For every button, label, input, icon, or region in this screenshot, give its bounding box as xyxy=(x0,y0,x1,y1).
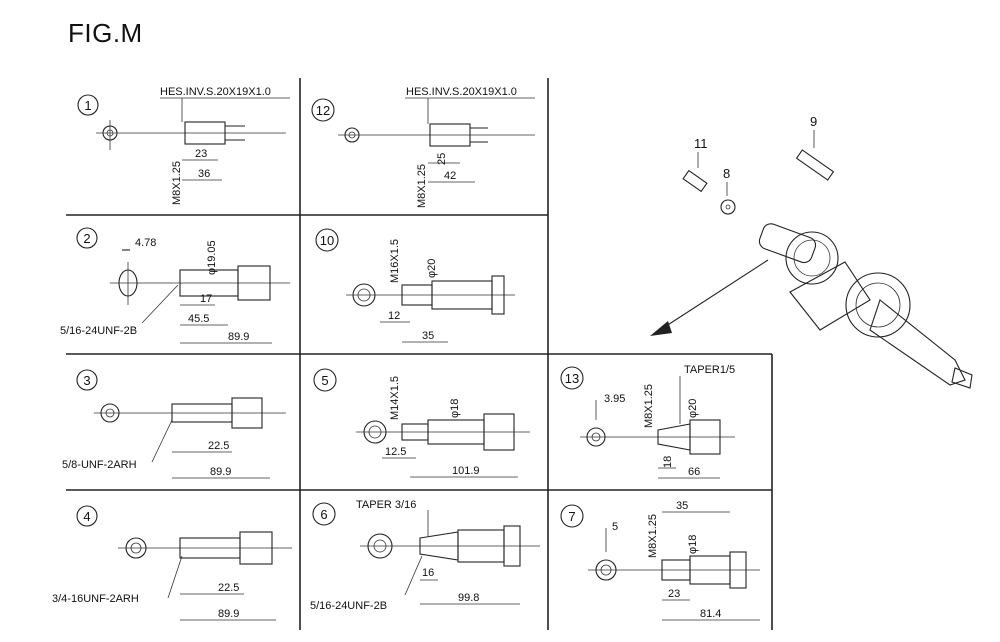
gear-icon xyxy=(785,231,839,285)
dimension-label: 22.5 xyxy=(208,440,229,452)
dimension-label: 3.95 xyxy=(604,393,625,405)
dimension-label: 89.9 xyxy=(210,466,231,478)
thread-label: M16X1.5 xyxy=(389,239,401,283)
gear-icon xyxy=(845,272,911,338)
panel-1: 1 HES.INV.S.20X19X1.0 M8X1.25 23 36 xyxy=(77,86,290,205)
dimension-label: 18 xyxy=(662,456,674,468)
dimension-label: 4.78 xyxy=(135,237,156,249)
thread-label: 3/4-16UNF-2ARH xyxy=(52,593,139,605)
thread-label: M8X1.25 xyxy=(647,514,659,558)
panel-number-circle xyxy=(560,366,584,390)
dimension-label: 12.5 xyxy=(385,446,406,458)
pin-part xyxy=(795,149,835,181)
dimension-label: 35 xyxy=(422,330,434,342)
shaft-profile xyxy=(184,121,226,145)
diameter-label: φ20 xyxy=(426,259,438,278)
diameter-label: φ19.05 xyxy=(206,240,218,275)
pointer-arrow xyxy=(659,259,769,331)
panel-number: 5 xyxy=(321,373,328,388)
panel-number-circle xyxy=(560,504,584,528)
panel-2: 2 4.78 φ19.05 17 45.5 89.9 5/16-24UNF-2B xyxy=(60,227,290,344)
panel-number: 13 xyxy=(565,371,579,386)
panel-number: 4 xyxy=(83,509,90,524)
callout-11: 11 xyxy=(694,136,708,151)
dimension-label: 17 xyxy=(200,293,212,305)
panel-number-circle xyxy=(76,369,98,391)
panel-number: 3 xyxy=(83,373,90,388)
panel-number: 10 xyxy=(320,233,334,248)
panel-13: 13 3.95 M8X1.25 TAPER1/5 φ20 18 66 xyxy=(560,364,735,479)
thread-label: 5/16-24UNF-2B xyxy=(310,600,387,612)
taper-label: TAPER1/5 xyxy=(684,364,735,376)
thread-label: 5/16-24UNF-2B xyxy=(60,325,137,337)
washer-spec-label: HES.INV.S.20X19X1.0 xyxy=(406,86,517,98)
thread-label: M14X1.5 xyxy=(389,376,401,420)
dimension-label: 66 xyxy=(688,466,700,478)
exploded-parts: 9 11 8 xyxy=(682,114,835,215)
dimension-label: 99.8 xyxy=(458,592,479,604)
panel-12: 12 HES.INV.S.20X19X1.0 M8X1.25 25 42 xyxy=(311,86,535,208)
panel-4: 4 22.5 89.9 3/4-16UNF-2ARH xyxy=(52,505,292,621)
diameter-label: φ18 xyxy=(449,399,461,418)
dimension-label: 16 xyxy=(422,567,434,579)
washer-spec-label: HES.INV.S.20X19X1.0 xyxy=(160,86,271,98)
callout-8: 8 xyxy=(723,166,730,181)
crankshaft-illustration xyxy=(650,223,973,389)
thread-label: M8X1.25 xyxy=(643,384,655,428)
dimension-label: 42 xyxy=(444,170,456,182)
dimension-label: 45.5 xyxy=(188,313,209,325)
dimension-label: 89.9 xyxy=(228,331,249,343)
panel-number: 7 xyxy=(568,509,575,524)
taper-label: TAPER 3/16 xyxy=(356,499,416,511)
panel-number: 2 xyxy=(83,231,90,246)
panel-6: 6 TAPER 3/16 16 5/16-24UNF-2B 99.8 xyxy=(310,499,540,612)
panel-number-circle xyxy=(77,94,99,116)
panel-3: 3 22.5 89.9 5/8-UNF-2ARH xyxy=(62,369,286,479)
thread-label: M8X1.25 xyxy=(416,164,428,208)
dimension-label: 36 xyxy=(198,168,210,180)
panel-number-circle xyxy=(313,368,337,392)
diameter-label: φ20 xyxy=(687,399,699,418)
panel-number-circle xyxy=(76,227,98,249)
dimension-label: 5 xyxy=(612,521,618,533)
figure-title: FIG.M xyxy=(68,18,143,48)
dimension-label: 101.9 xyxy=(452,465,480,477)
thread-label: M8X1.25 xyxy=(171,161,183,205)
panel-number: 6 xyxy=(320,507,327,522)
dimension-label: 35 xyxy=(676,500,688,512)
dimension-label: 23 xyxy=(195,148,207,160)
dimension-label: 12 xyxy=(388,310,400,322)
panel-number: 12 xyxy=(316,103,330,118)
dimension-label: 23 xyxy=(668,588,680,600)
panel-number-circle xyxy=(76,505,98,527)
thread-label: 5/8-UNF-2ARH xyxy=(62,459,137,471)
panel-grid xyxy=(66,78,773,630)
arrow-head-icon xyxy=(650,321,672,336)
diameter-label: φ18 xyxy=(687,535,699,554)
panel-number-circle xyxy=(312,502,336,526)
washer-part xyxy=(720,199,736,215)
panel-10: 10 M16X1.5 φ20 12 35 xyxy=(315,228,515,343)
bolt-part xyxy=(682,169,708,193)
panel-5: 5 M14X1.5 φ18 12.5 101.9 xyxy=(313,368,530,478)
panel-number: 1 xyxy=(84,98,91,113)
panel-number-circle xyxy=(315,228,339,252)
panel-number-circle xyxy=(311,98,335,122)
panel-7: 7 5 M8X1.25 35 φ18 23 81.4 xyxy=(560,500,760,621)
dimension-label: 25 xyxy=(436,153,448,165)
dimension-label: 22.5 xyxy=(218,582,239,594)
dimension-label: 89.9 xyxy=(218,608,239,620)
callout-9: 9 xyxy=(810,114,817,129)
dimension-label: 81.4 xyxy=(700,608,721,620)
shaft-profile xyxy=(429,123,471,147)
